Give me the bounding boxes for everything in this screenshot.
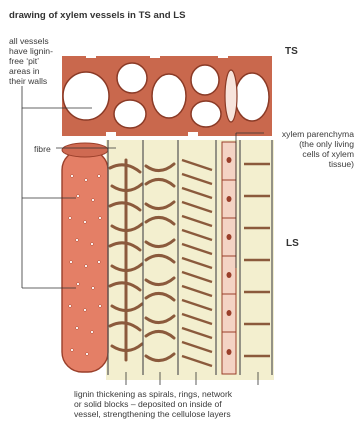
ts-vessel-lumen	[235, 73, 269, 121]
ls-pitted-vessel	[62, 150, 108, 372]
ts-pit-gap	[150, 54, 160, 58]
ts-vessel-lumen	[191, 101, 221, 127]
ts-vessel-lumen	[63, 72, 109, 120]
ts-pit-gap	[86, 54, 96, 58]
ls-parenchyma-strand	[222, 142, 236, 374]
ts-pit-gap	[106, 132, 116, 137]
ts-vessel-lumen	[191, 65, 219, 95]
ts-vessel-lumen	[114, 100, 146, 128]
ts-section	[62, 54, 272, 137]
ls-vessel-top	[62, 143, 108, 157]
ts-parenchyma-cell	[225, 70, 237, 122]
ts-vessel-lumen	[152, 74, 186, 118]
ls-section	[62, 140, 274, 380]
ts-vessel-lumen	[117, 63, 147, 93]
ts-pit-gap	[188, 132, 198, 137]
ts-pit-gap	[218, 54, 228, 58]
